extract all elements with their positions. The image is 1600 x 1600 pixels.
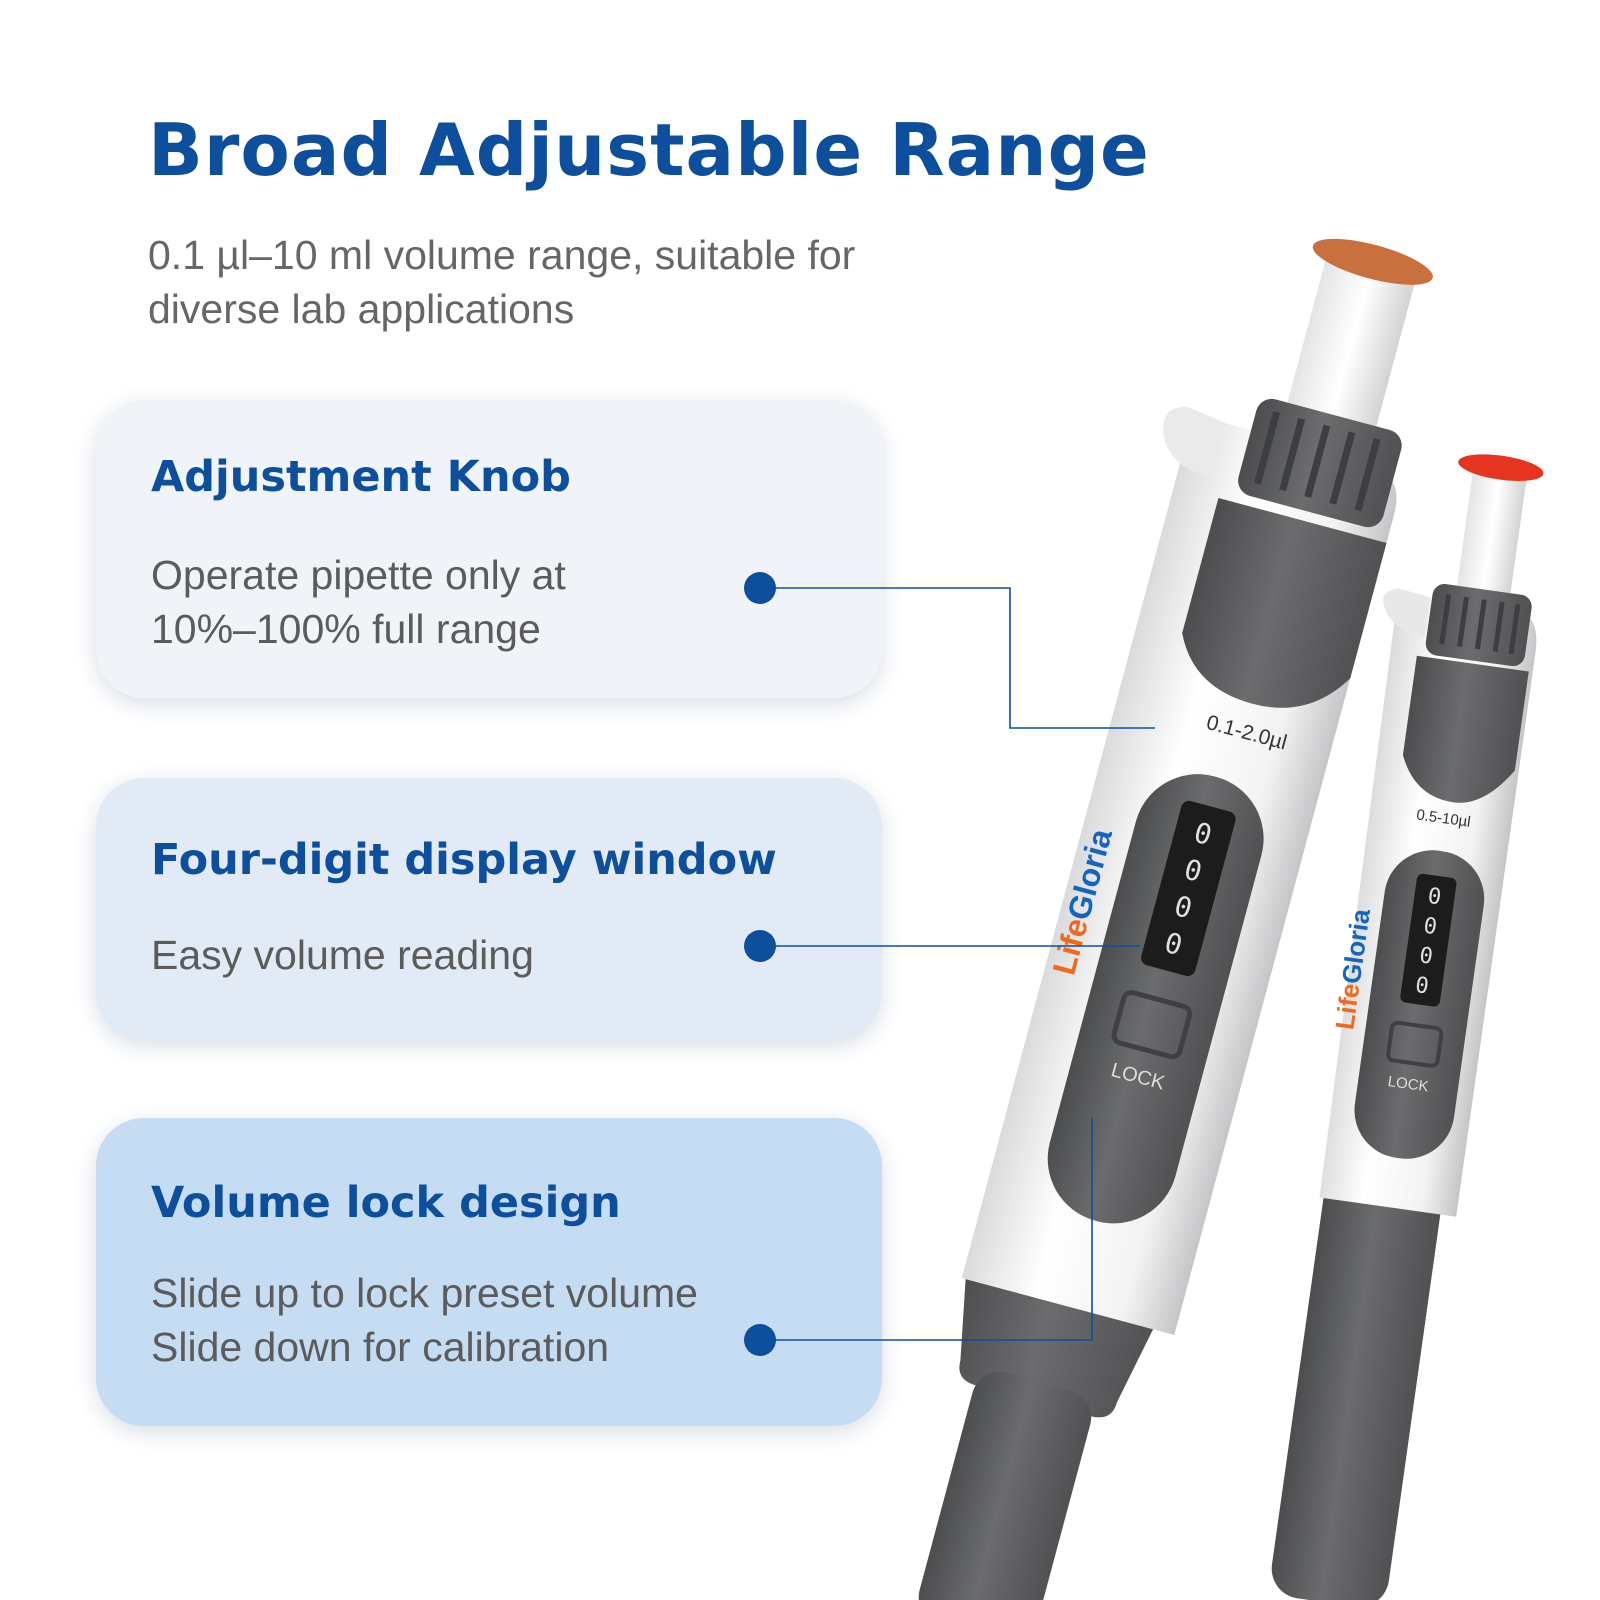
callout-line-volume-lock [758,1118,1093,1341]
pipette-small-lock-switch [1386,1020,1444,1068]
pipette-small-lock-label: LOCK [1387,1073,1430,1096]
pipette-large-shaft [918,1372,1092,1600]
feature-description: Slide up to lock preset volume Slide dow… [151,1270,698,1370]
pipette-small-finger-hook [1383,588,1431,637]
pipette-large: 0 0 0 0 LOCK 0.1-2.0µl LifeGloria [918,238,1433,1600]
feature-title: Volume lock design [151,1178,621,1228]
pipette-small-digit: 0 [1426,884,1443,911]
page-title: Broad Adjustable Range [148,108,1150,192]
pipette-small: 0 0 0 0 LOCK 0.5-10µl LifeGloria [1271,454,1544,1600]
pipette-small-plunger-cap [1458,454,1544,481]
pipette-large-collar [1182,497,1387,708]
feature-description: Easy volume reading [151,932,534,978]
feature-card-volume-lock: Volume lock design Slide up to lock pres… [96,1118,882,1426]
pipette-small-collar [1402,655,1529,803]
pipette-small-shaft [1271,1142,1445,1600]
feature-description: Operate pipette only at 10%–100% full ra… [151,552,566,652]
callout-dot-display-window [744,930,776,962]
pipette-small-digit: 0 [1422,913,1439,940]
callout-dot-volume-lock [744,1324,776,1356]
pipette-small-plunger [1455,462,1528,608]
feature-title: Adjustment Knob [151,452,571,502]
pipette-large-plunger [1284,249,1416,444]
callout-line-adjustment-knob [758,587,1155,729]
pipette-large-lock-switch [1111,990,1193,1060]
pipette-large-finger-hook [1163,407,1226,476]
pipette-large-plunger-cap [1312,238,1433,285]
pipette-small-display-window [1400,873,1457,1007]
pipette-small-digit: 0 [1414,973,1431,1000]
feature-card-display-window: Four-digit display window Easy volume re… [96,778,882,1040]
callout-dot-adjustment-knob [744,572,776,604]
feature-card-adjustment-knob: Adjustment Knob Operate pipette only at … [96,400,882,698]
pipette-small-digit: 0 [1418,943,1435,970]
callout-lines [758,587,1155,1341]
page-subtitle: 0.1 µl–10 ml volume range, suitable for … [148,232,856,332]
pipette-large-display-window [1141,800,1236,977]
feature-title: Four-digit display window [151,835,777,885]
